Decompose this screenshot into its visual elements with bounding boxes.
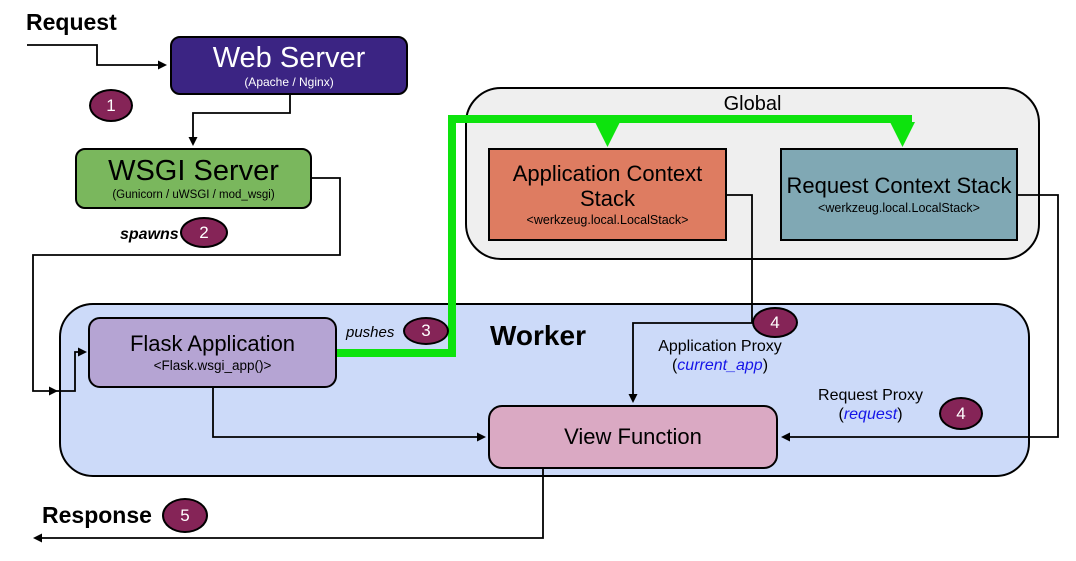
request-proxy-annotation: Request Proxy (request): [798, 387, 943, 425]
request-label: Request: [26, 9, 117, 35]
black-arrowheads: [33, 60, 790, 543]
application-proxy-annotation: Application Proxy (current_app): [625, 338, 815, 376]
green-push-wire: [337, 115, 915, 357]
spawns-label: spawns: [120, 226, 179, 243]
node-wsgi-server: WSGI Server (Gunicorn / uWSGI / mod_wsgi…: [75, 148, 312, 209]
node-flask-application: Flask Application <Flask.wsgi_app()>: [88, 317, 337, 388]
app-context-subtitle: <werkzeug.local.LocalStack>: [526, 213, 689, 228]
current-app-var: current_app: [677, 356, 763, 374]
step-badge-2: 2: [180, 217, 228, 248]
arrowhead-into-viewfn-left: [477, 432, 486, 442]
flask-application-subtitle: <Flask.wsgi_app()>: [153, 358, 272, 374]
arrowhead-response-out: [33, 533, 42, 543]
paren-close: ): [762, 356, 769, 374]
worker-label: Worker: [490, 320, 586, 351]
arrowhead-into-viewfn-top: [628, 394, 638, 403]
application-proxy-var-line: (current_app): [625, 357, 815, 376]
arrow-flask-to-viewfn: [212, 388, 480, 438]
web-server-title: Web Server: [212, 41, 366, 74]
web-server-subtitle: (Apache / Nginx): [244, 75, 334, 90]
arrow-request-to-webserver: [27, 44, 161, 66]
arrow-viewfn-to-response: [39, 469, 544, 539]
wsgi-server-title: WSGI Server: [108, 154, 279, 187]
node-request-context-stack: Request Context Stack <werkzeug.local.Lo…: [780, 148, 1018, 241]
push-arrowhead-appctx: [595, 122, 620, 147]
arrow-reqctx-to-viewfn: [787, 194, 1059, 438]
paren-close: ): [897, 405, 903, 423]
view-function-title: View Function: [564, 423, 702, 449]
arrow-wsgi-spawns-worker: [32, 177, 341, 392]
node-application-context-stack: Application Context Stack <werkzeug.loca…: [488, 148, 727, 241]
node-view-function: View Function: [488, 405, 778, 469]
step-badge-4-request: 4: [939, 397, 983, 430]
global-label: Global: [723, 93, 782, 115]
step-badge-5: 5: [162, 498, 208, 533]
application-proxy-label: Application Proxy: [658, 338, 782, 355]
arrow-webserver-to-wsgi: [192, 95, 291, 140]
arrowhead-into-flask: [78, 347, 87, 357]
app-context-title: Application Context Stack: [512, 160, 703, 211]
step-badge-3: 3: [403, 317, 449, 345]
wsgi-server-subtitle: (Gunicorn / uWSGI / mod_wsgi): [112, 189, 275, 202]
request-proxy-var-line: (request): [798, 406, 943, 425]
push-arrowhead-reqctx: [890, 122, 915, 147]
push-line: [337, 115, 912, 357]
response-label: Response: [42, 502, 152, 528]
pushes-label: pushes: [346, 324, 395, 341]
request-proxy-label: Request Proxy: [818, 387, 923, 404]
arrowhead-into-wsgi: [188, 137, 198, 146]
arrowhead-into-worker: [49, 386, 58, 396]
request-context-title: Request Context Stack: [786, 173, 1012, 199]
paren-open: (: [838, 405, 844, 423]
request-context-subtitle: <werkzeug.local.LocalStack>: [818, 200, 980, 215]
flask-application-title: Flask Application: [129, 330, 296, 356]
request-var: request: [843, 405, 898, 423]
arrowhead-into-viewfn-right: [781, 432, 790, 442]
arrowhead-into-webserver: [158, 60, 167, 70]
paren-open: (: [671, 356, 678, 374]
node-web-server: Web Server (Apache / Nginx): [170, 36, 408, 95]
step-badge-4-application: 4: [752, 307, 798, 338]
black-wires: [27, 44, 1059, 539]
step-badge-1: 1: [89, 89, 133, 122]
